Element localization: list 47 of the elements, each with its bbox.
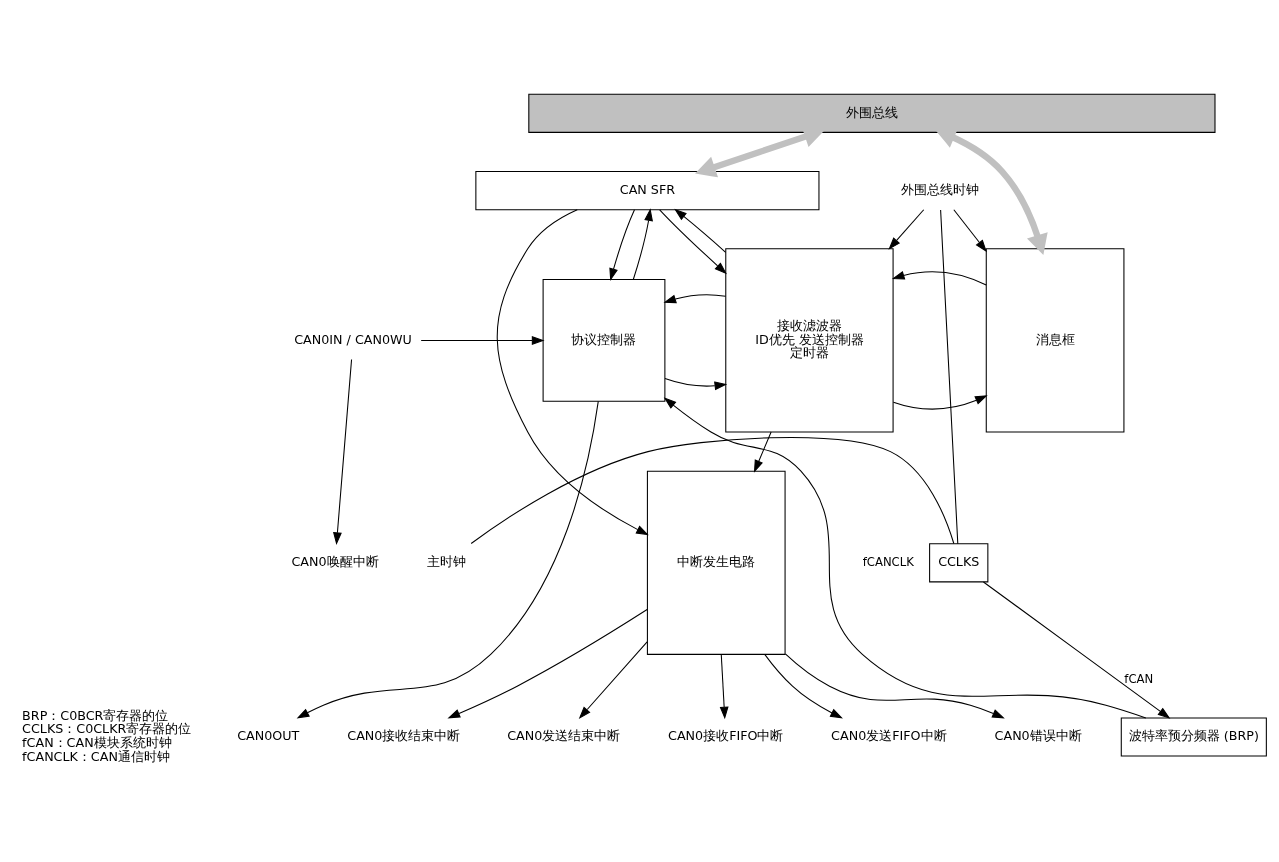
node-text: 外围总线时钟: [900, 181, 979, 197]
node-box: CCLKS: [928, 542, 988, 582]
node-text: CAN0OUT: [236, 727, 299, 743]
label: BRP：C0BCR寄存器的位: [21, 707, 168, 723]
node-text: CAN0发送结束中断: [506, 727, 620, 743]
node-box: 中断发生电路: [646, 470, 786, 655]
node-box: CAN SFR: [474, 170, 819, 210]
arrow: [332, 358, 352, 545]
arrow: [662, 293, 726, 303]
arrow: [891, 270, 987, 286]
label: fCANCLK：CAN通信时钟: [21, 748, 170, 764]
node-text: CAN0唤醒中断: [290, 553, 379, 569]
arrow: [663, 396, 1146, 718]
node-text: CAN0接收FIFO中断: [667, 727, 783, 743]
node-text: CAN0IN / CAN0WU: [293, 331, 412, 347]
arrow: [663, 377, 727, 390]
node-box: 波特率预分频器 (BRP): [1120, 716, 1267, 757]
arrow: [719, 653, 729, 719]
arrow: [887, 208, 924, 250]
arrow: [608, 208, 635, 281]
node-box: 外围总线: [527, 93, 1215, 133]
arrow: [753, 431, 772, 473]
arrow: [673, 208, 726, 253]
connector: [939, 209, 958, 544]
edge-label: fCAN: [1123, 671, 1153, 686]
arrow: [784, 652, 1005, 718]
node-box: 消息框: [985, 247, 1124, 433]
node-text: 主时钟: [426, 553, 466, 569]
node-box: 接收滤波器 ID优先 发送控制器 定时器: [724, 247, 894, 433]
arrow: [578, 640, 648, 719]
connector: [470, 436, 954, 544]
node-box: 协议控制器: [542, 278, 665, 402]
arrow: [446, 608, 648, 718]
arrow: [982, 580, 1170, 719]
edge-label: fCANCLK: [862, 554, 914, 569]
arrow: [420, 335, 545, 345]
arrow: [892, 394, 988, 410]
label: fCAN：CAN模块系统时钟: [21, 734, 172, 750]
arrow: [763, 653, 843, 718]
arrow: [632, 207, 653, 280]
node-text: CAN0发送FIFO中断: [830, 727, 947, 743]
arrow: [658, 208, 727, 274]
arrow: [952, 208, 987, 252]
arrow: [296, 400, 599, 719]
node-text: CAN0接收结束中断: [346, 727, 460, 743]
node-text: CAN0错误中断: [994, 727, 1082, 743]
arrow: [496, 208, 649, 535]
